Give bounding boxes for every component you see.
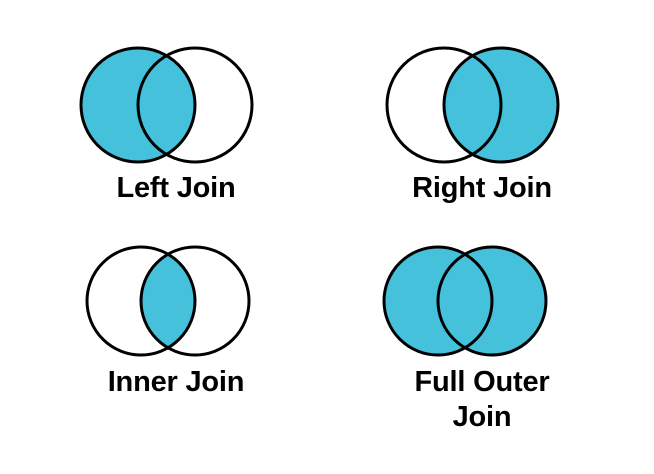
inner-join-venn-svg [85, 245, 251, 357]
right-join-label: Right Join [412, 172, 552, 204]
left-join-venn-svg [79, 46, 254, 164]
left-circle-outline [382, 245, 494, 357]
left-circle-outline [85, 245, 197, 357]
right-circle-outline [442, 46, 560, 164]
left-circle-outline [385, 46, 503, 164]
full-outer-join-venn-svg [382, 245, 548, 357]
full-outer-join-label: Full Outer Join [414, 366, 550, 433]
right-circle-outline [139, 245, 251, 357]
right-join-venn-svg [385, 46, 560, 164]
overlap-region [141, 247, 195, 355]
diagram-left-join: Left Join [42, 40, 310, 225]
inner-join-label: Inner Join [107, 366, 245, 398]
diagram-inner-join: Inner Join [42, 240, 310, 425]
right-circle-outline [436, 245, 548, 357]
left-join-label: Left Join [116, 172, 236, 204]
overlap-region [444, 48, 501, 162]
right-circle-outline [136, 46, 254, 164]
diagram-full-outer-join: Full Outer Join [348, 240, 616, 470]
overlap-region [138, 48, 195, 162]
diagram-right-join: Right Join [348, 40, 616, 225]
left-circle-outline [79, 46, 197, 164]
